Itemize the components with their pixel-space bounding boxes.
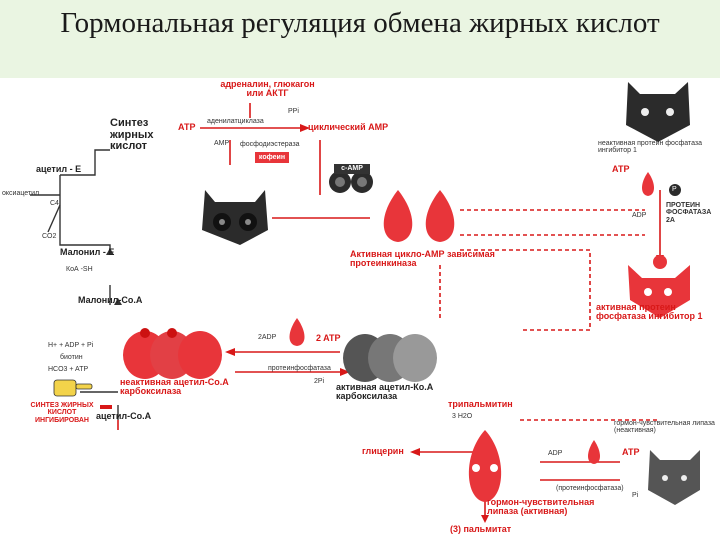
red-arrowheads [225, 124, 664, 523]
p-badge: P [672, 186, 677, 193]
cyclic-amp-label: циклический АМР [308, 122, 389, 132]
hsl-inactive-label: гормон-чувствительная липаза (неактивная… [614, 420, 715, 435]
tripalmitin-label: трипальмитин [448, 399, 513, 409]
arrowhead-camp [300, 124, 310, 132]
arrowhead-up-2 [106, 248, 114, 255]
amp-label: АМР [214, 140, 230, 147]
active-inhibitor-label: активная протеин фосфатаза ингибитор 1 [596, 302, 703, 322]
active-inhibitor-figure [628, 255, 690, 318]
active-kinase-figure [383, 190, 455, 242]
active-acc-figure [343, 334, 437, 382]
atp-top-label: АТР [178, 122, 196, 132]
two-atp-label: 2 ATP [316, 333, 341, 343]
kinase-drop-mid [289, 318, 305, 346]
hsl-active-label: гормон-чувствительная липаза (активная) [487, 497, 595, 517]
malonyl-e-loop-line [59, 175, 111, 255]
glycerol-label: глицерин [362, 446, 404, 456]
adp-right-label: ADP [632, 212, 647, 219]
red-signal-lines [117, 103, 661, 515]
bicarb-input-label: H+ + ADP + Pi [48, 342, 94, 349]
hormones-label: адреналин, глюкагон или АКТГ [220, 79, 315, 99]
fatty-acid-synthesis-pathway [30, 149, 119, 420]
c4-label: C4 [50, 200, 59, 207]
palmitate-label: (3) пальмитат [450, 524, 512, 534]
phosphorylation-drop [642, 172, 681, 196]
protein-phosphatase-bottom-label: (протеинфосфатаза) [556, 485, 624, 492]
malonyl-e-label: Малонил - Е [60, 247, 115, 257]
arrowhead-acc-left [225, 348, 235, 356]
atp-right-label: АТР [612, 164, 630, 174]
hydroxyacetyl-label: оксиацетил [2, 190, 40, 197]
camp-figure [329, 171, 373, 193]
phosphodiesterase-label: фосфодиэстераза [240, 141, 300, 148]
two-adp-label: 2ADP [258, 334, 277, 341]
inactive-inhibitor-label: неактивная протеин фосфатаза ингибитор 1 [598, 140, 702, 155]
water-label: 3 H2O [452, 413, 473, 420]
malonyl-coa-label: Малонил-Co.A [78, 295, 143, 305]
inhibition-bar [100, 405, 112, 409]
two-pi-label: 2Pi [314, 378, 325, 385]
active-acc-label: активная ацетил-Ко.А карбоксилаза [336, 382, 434, 402]
camp-badge: c-AMP [334, 164, 370, 174]
co2-branch [47, 204, 61, 233]
adp-bottom-label: ADP [548, 450, 563, 457]
inactive-inhibitor-figure [626, 82, 690, 142]
title-band [0, 0, 720, 78]
left-arrowheads [106, 248, 122, 305]
inactive-acc-label: неактивная ацетил-Co.A карбоксилаза [120, 377, 229, 397]
pi-bottom-label: Pi [632, 492, 639, 499]
co2-left-label: CO2 [42, 233, 57, 240]
biotin-label: биотин [60, 354, 83, 361]
active-hsl-figure [468, 430, 502, 502]
hsl-drop [588, 440, 600, 464]
phosphatase-2a-label: ПРОТЕИН ФОСФАТАЗА 2А [666, 202, 712, 224]
inactive-acc-figure [123, 328, 222, 379]
acetyl-coa-label: ацетил-Co.A [96, 411, 152, 421]
synthesis-fa-label: Синтез жирных кислот [110, 117, 154, 153]
pp2a-loop [460, 249, 591, 331]
hco3-atp-label: HCO3 + ATP [48, 366, 89, 373]
inactive-hsl-figure [648, 450, 700, 505]
arrowhead-glycerol [410, 448, 420, 456]
protein-phosphatase-mid-label: протеинфосфатаза [268, 365, 331, 372]
camp-kinase-label: Активная циклo-АМР зависимая протеинкина… [350, 249, 495, 269]
arrowhead-acc-right [340, 368, 350, 376]
inactive-kinase-figure [202, 190, 268, 245]
ppi-label: PPi [288, 108, 299, 115]
arrowhead-palmitate [481, 515, 489, 523]
caffeine-badge: кофеин [255, 152, 289, 163]
pointing-hand-figure [53, 379, 93, 397]
coa-sh-label: КоА -SH [66, 266, 93, 273]
acetyl-e-label: ацетил - Е [36, 164, 82, 174]
atp-bottom-label: АТР [622, 447, 640, 457]
page-title: Гормональная регуляция обмена жирных кис… [60, 7, 660, 39]
arrowhead-up-1 [114, 298, 122, 305]
synthesis-inhibited-label: СИНТЕЗ ЖИРНЫХ КИСЛОТ ИНГИБИРОВАН [30, 402, 94, 424]
acetyl-e-to-synth-line [60, 149, 110, 176]
adenylate-cyclase-label: аденилатциклаза [207, 118, 264, 125]
